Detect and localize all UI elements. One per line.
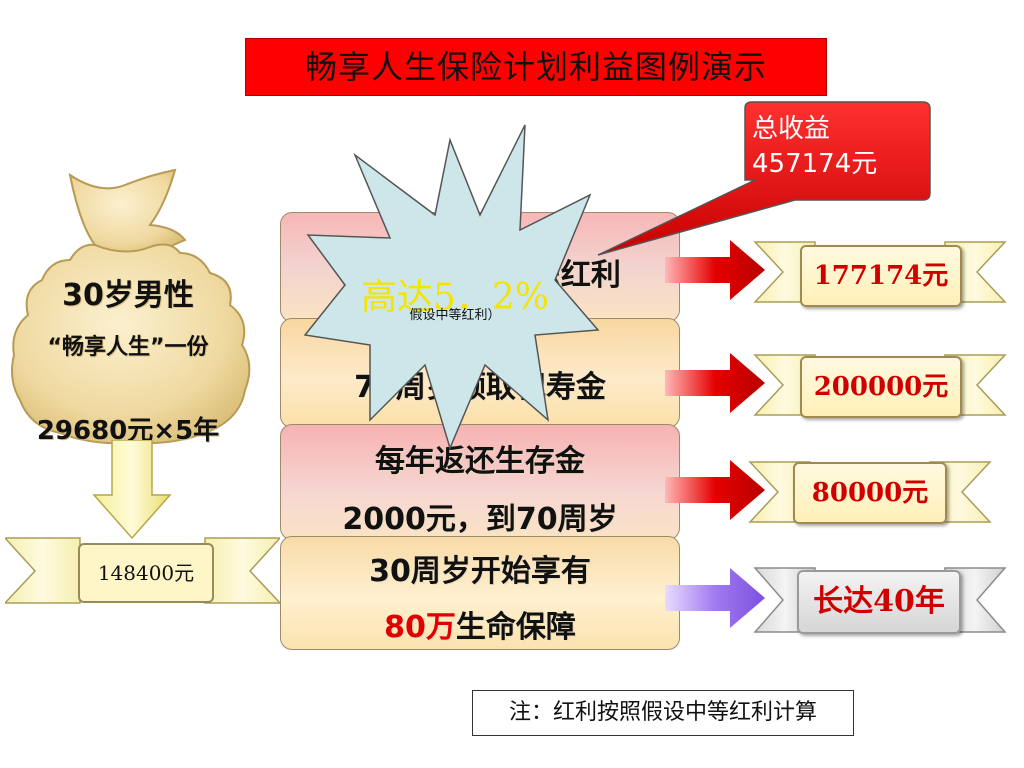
total-return-callout (597, 101, 931, 256)
benefit-survival-value: 80000元 (793, 462, 947, 524)
tier-survival-line2: 2000元，到70周岁 (342, 502, 618, 537)
total-premium-value: 148400元 (78, 543, 214, 603)
money-bag-icon (11, 168, 251, 445)
starburst-subtext: 假设中等红利） (409, 308, 501, 323)
benefit-longevity-value: 200000元 (800, 356, 962, 418)
tier-survival: 每年返还生存金 2000元，到70周岁 (280, 424, 680, 540)
premium-ribbon-icon (5, 537, 280, 604)
page-title: 畅享人生保险计划利益图例演示 (245, 38, 827, 96)
tier-protection: 30周岁开始享有 80万生命保障 (280, 536, 680, 650)
starburst-headline: 高达5．2% (360, 277, 550, 318)
starburst-icon (303, 124, 600, 450)
tier-protection-line1: 30周岁开始享有 (369, 554, 591, 589)
down-arrow-icon (92, 440, 172, 540)
tier-protection-line2: 80万生命保障 (384, 610, 576, 645)
total-return-text: 总收益 457174元 (752, 114, 878, 179)
benefit-bonus-value: 177174元 (800, 245, 962, 307)
benefit-protection-value: 长达40年 (797, 570, 961, 634)
bag-product-label: “畅享人生”一份 (47, 335, 209, 360)
tier-survival-line1: 每年返还生存金 (375, 444, 585, 479)
footnote: 注：红利按照假设中等红利计算 (472, 690, 854, 736)
bag-age-label: 30岁男性 (62, 278, 194, 313)
